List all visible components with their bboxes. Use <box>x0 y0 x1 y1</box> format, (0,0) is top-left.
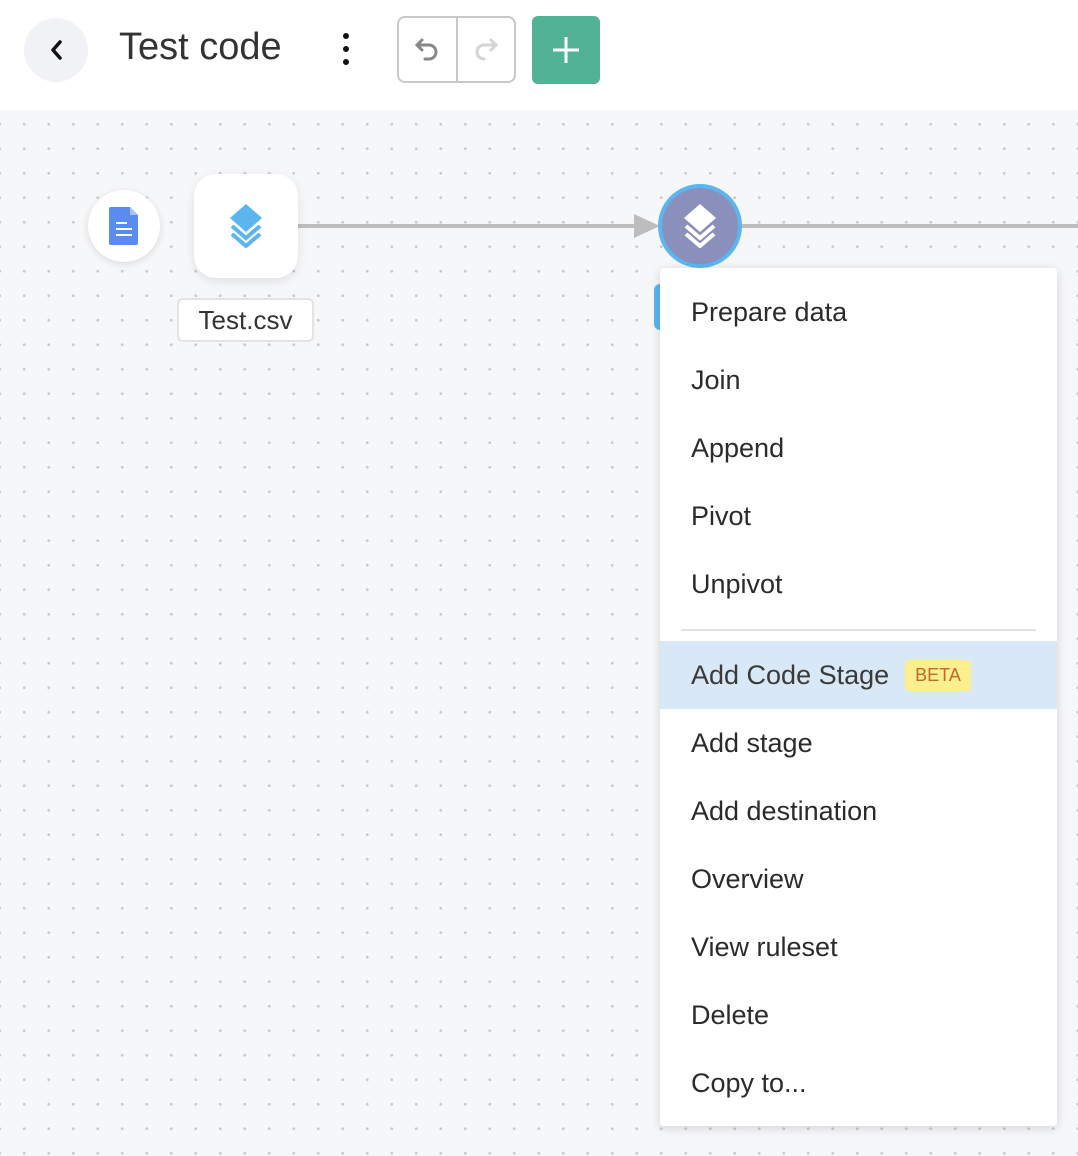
menu-item-add-code-stage[interactable]: Add Code Stage BETA <box>660 641 1057 709</box>
menu-item-label: Add Code Stage <box>691 659 890 690</box>
menu-item-add-stage[interactable]: Add stage <box>691 727 813 758</box>
back-button[interactable] <box>24 18 88 82</box>
menu-item-view-ruleset[interactable]: View ruleset <box>691 931 838 962</box>
layers-icon <box>230 204 262 248</box>
add-button[interactable] <box>532 16 600 84</box>
dataset-label: Test.csv <box>177 298 314 342</box>
more-options-button[interactable] <box>336 32 356 68</box>
source-file-node[interactable] <box>88 190 160 262</box>
connector-line-out <box>742 224 1078 228</box>
menu-item-delete[interactable]: Delete <box>691 999 770 1030</box>
menu-item-overview[interactable]: Overview <box>691 863 804 894</box>
page-title: Test code <box>119 26 282 68</box>
connector-line <box>298 224 638 228</box>
menu-item-add-destination[interactable]: Add destination <box>691 795 878 826</box>
redo-icon <box>475 38 498 60</box>
redo-button[interactable] <box>455 18 515 81</box>
stage-label-edge <box>654 284 662 330</box>
vertical-dots-icon <box>343 33 349 65</box>
header: Test code <box>0 0 1078 110</box>
document-icon <box>109 207 138 245</box>
connector-arrow <box>634 214 660 238</box>
menu-item-unpivot[interactable]: Unpivot <box>691 568 783 599</box>
beta-badge: BETA <box>905 659 971 691</box>
undo-button[interactable] <box>399 18 456 81</box>
menu-item-append[interactable]: Append <box>691 432 785 463</box>
menu-divider <box>681 629 1036 631</box>
layers-icon <box>684 204 716 248</box>
menu-item-copy-to[interactable]: Copy to... <box>691 1067 807 1098</box>
undo-redo-group <box>397 16 516 83</box>
dataset-node[interactable] <box>194 174 298 278</box>
undo-icon <box>415 38 438 60</box>
stage-context-menu: Prepare data Join Append Pivot Unpivot A… <box>660 268 1057 1126</box>
plus-icon <box>553 37 579 63</box>
menu-item-pivot[interactable]: Pivot <box>691 500 752 531</box>
chevron-left-icon <box>51 40 62 60</box>
stage-node[interactable] <box>658 184 742 268</box>
menu-item-join[interactable]: Join <box>691 364 741 395</box>
menu-item-prepare-data[interactable]: Prepare data <box>691 296 848 327</box>
